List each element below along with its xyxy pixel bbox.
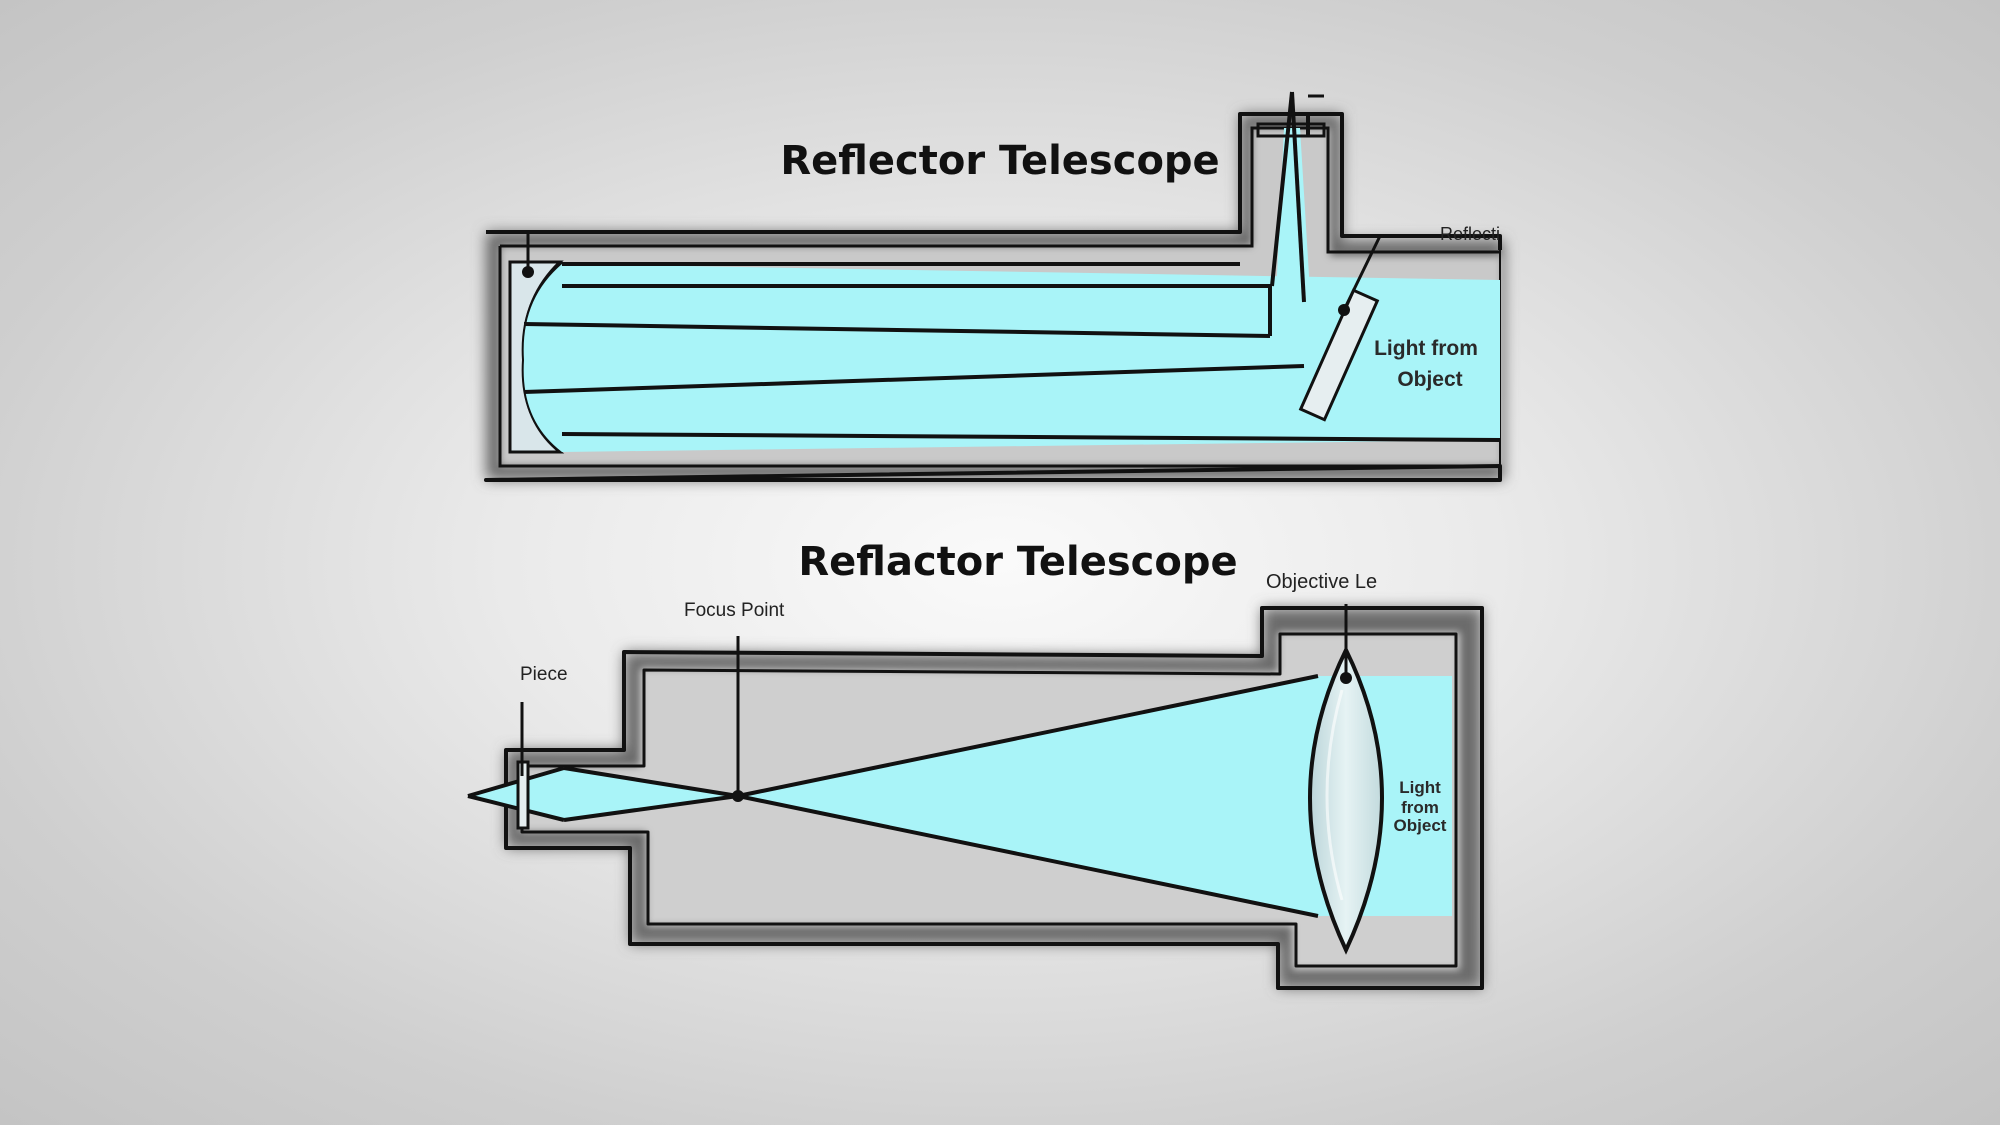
reflecting-mirror-label: Reflecti [1440, 224, 1500, 244]
reflector-light-beam [523, 264, 1500, 452]
reflector-light-label-line1: Light from [1374, 337, 1478, 360]
refractor-tube-outline [504, 606, 1484, 990]
refractor-telescope-diagram: Reflactor Telescope Piece Focus Po [467, 539, 1484, 990]
refractor-rays [467, 674, 1319, 918]
refractor-title: Reflactor Telescope [798, 539, 1237, 585]
refractor-light-label-line3: Object [1394, 816, 1447, 835]
reflector-title: Reflector Telescope [780, 138, 1219, 184]
refractor-light-label-line1: Light [1399, 778, 1441, 797]
objective-lens-label: Objective Le [1266, 571, 1377, 593]
refractor-light-beam [738, 676, 1452, 916]
reflector-light-label-line2: Object [1397, 368, 1462, 391]
secondary-mirror [1298, 288, 1380, 422]
focus-point-label: Focus Point [684, 600, 785, 621]
objective-lens [1308, 645, 1384, 955]
refractor-light-label-line2: from [1401, 798, 1439, 817]
reflector-telescope-diagram: Reflector Telescope [484, 91, 1504, 482]
eyepiece-label: Piece [520, 664, 568, 685]
